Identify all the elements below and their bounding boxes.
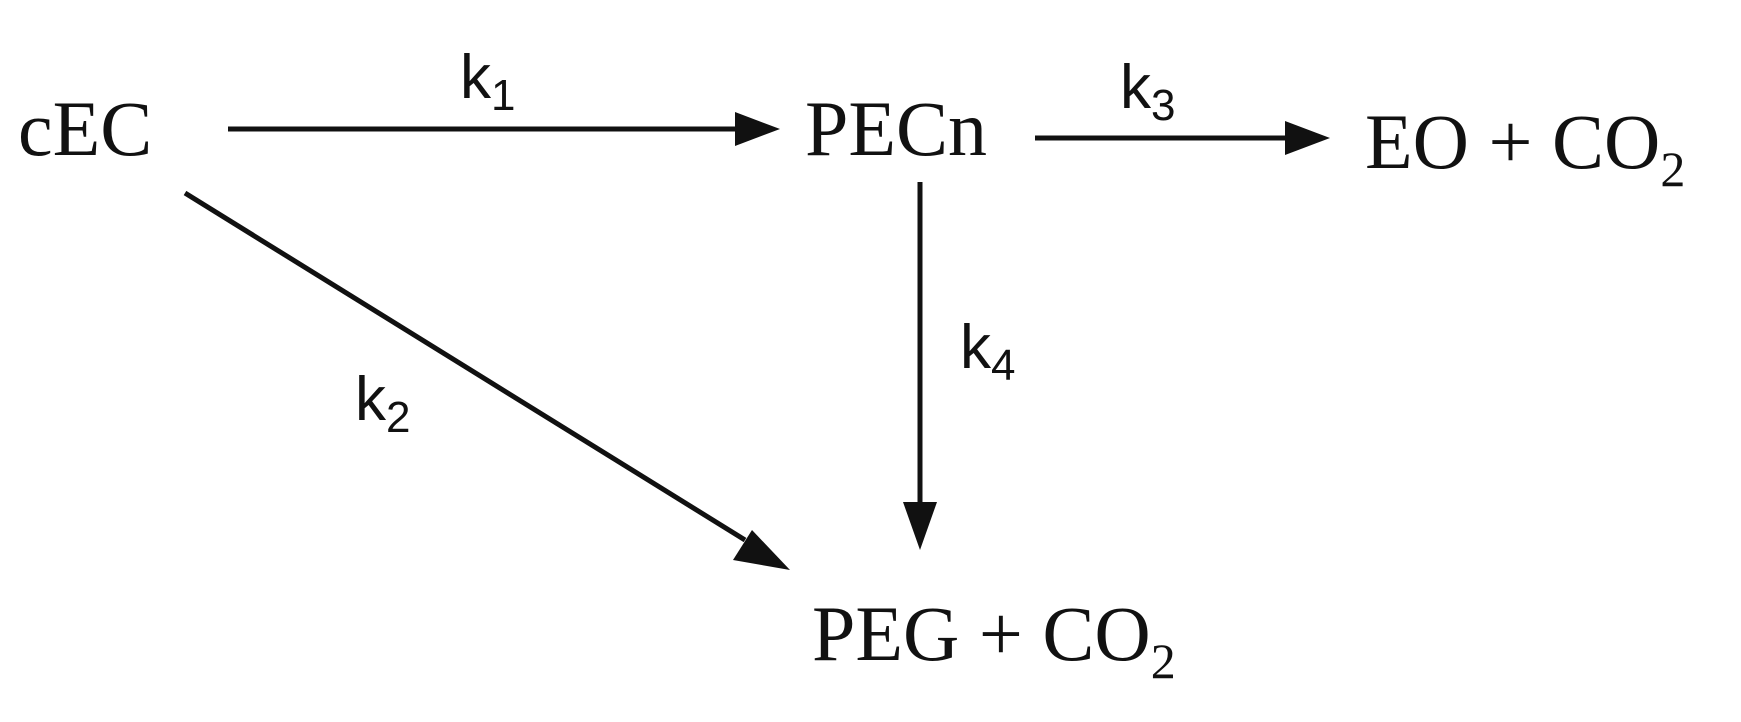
rate-label-k1: k1: [460, 43, 515, 120]
species-peg-co2: PEG + CO2: [812, 590, 1176, 689]
arrow-cec-to-pecn: [228, 112, 780, 146]
rate-k4-main: k: [960, 313, 992, 382]
rate-k4-subscript: 4: [991, 341, 1015, 390]
species-peg-co2-main: PEG + CO: [812, 590, 1151, 677]
species-peg-co2-subscript: 2: [1151, 633, 1176, 689]
rate-k2-main: k: [355, 365, 387, 434]
species-eo-co2-subscript: 2: [1660, 141, 1685, 197]
rate-k1-subscript: 1: [491, 71, 515, 120]
arrow-pecn-to-eo-co2: [1035, 121, 1330, 155]
rate-label-k2: k2: [355, 365, 410, 442]
rate-label-k4: k4: [960, 313, 1015, 390]
species-eo-co2: EO + CO2: [1365, 98, 1685, 197]
rate-k3-main: k: [1120, 53, 1152, 122]
rate-k1-main: k: [460, 43, 492, 112]
species-eo-co2-main: EO + CO: [1365, 98, 1660, 185]
rate-label-k3: k3: [1120, 53, 1175, 130]
rate-k2-subscript: 2: [386, 393, 410, 442]
arrow-cec-to-peg-co2: [183, 190, 790, 570]
species-cec: cEC: [18, 85, 152, 172]
species-pecn: PECn: [805, 85, 987, 172]
rate-k3-subscript: 3: [1151, 81, 1175, 130]
arrow-pecn-to-peg-co2: [903, 182, 937, 550]
